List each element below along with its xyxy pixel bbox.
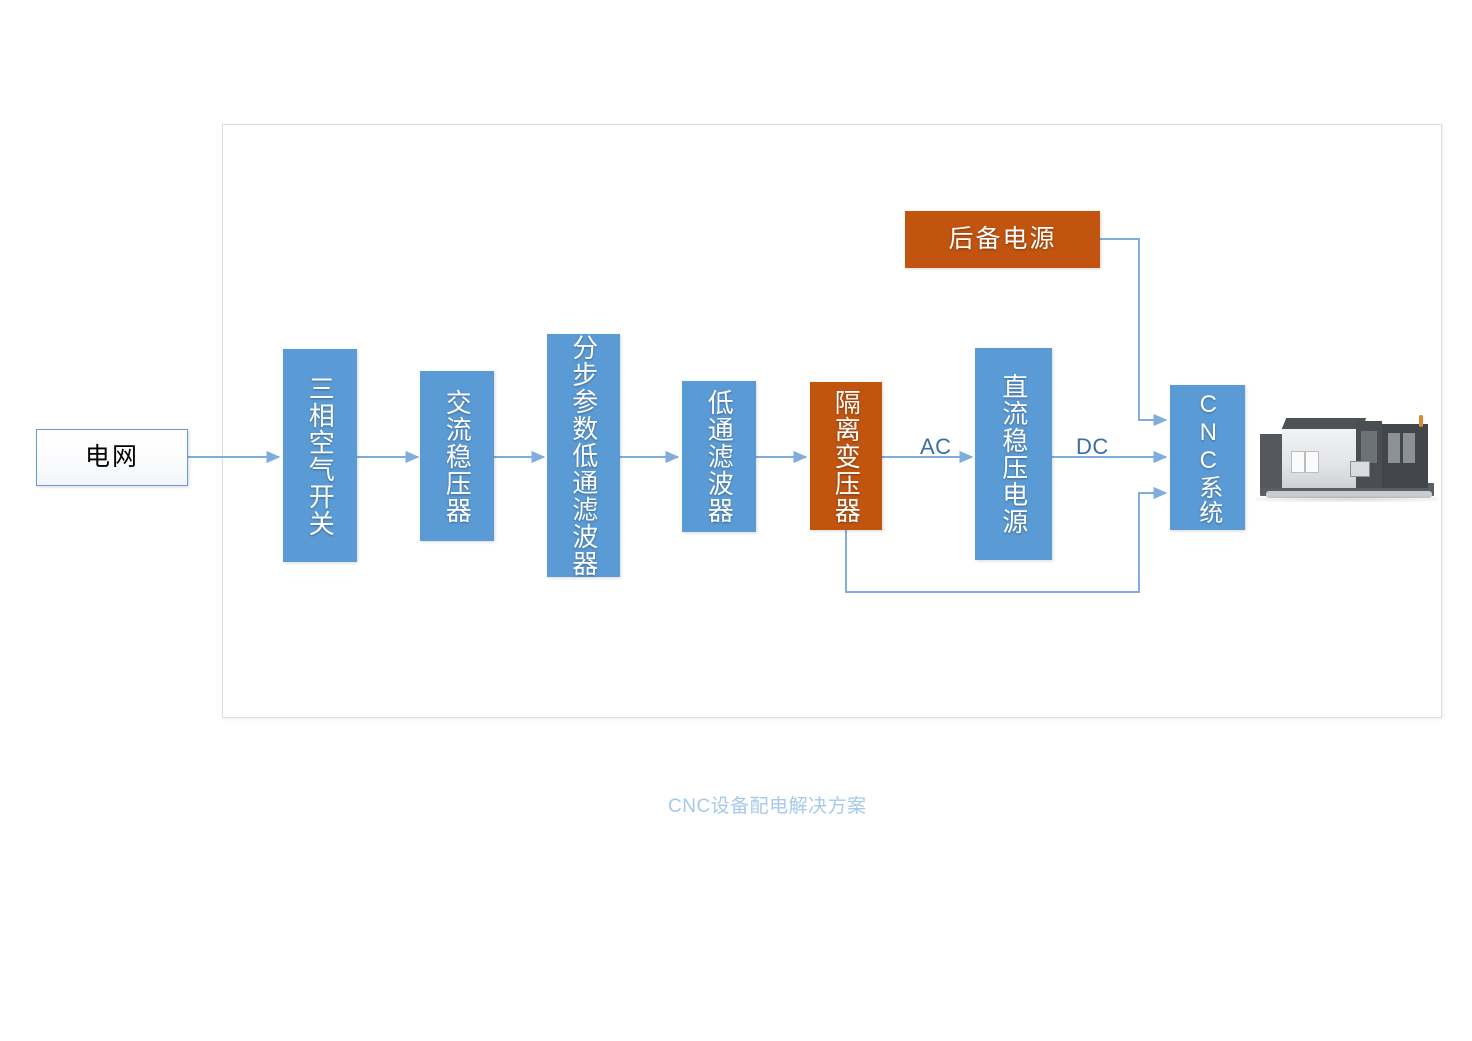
- node-backup-power-supply-label: 后备电源: [948, 224, 1057, 253]
- node-isolation-transformer-label: 隔离变压器: [831, 388, 862, 524]
- wire-label-dc: DC: [1076, 434, 1109, 459]
- node-cnc-system[interactable]: CNC系统: [1170, 385, 1245, 530]
- machine-shadow: [1256, 496, 1438, 502]
- wire-label-ac: AC: [920, 434, 952, 459]
- node-grid-label: 电网: [84, 442, 139, 471]
- machine-door-panel-left: [1291, 451, 1305, 473]
- node-lowpass-filter[interactable]: 低通滤波器: [682, 381, 756, 532]
- node-ac-voltage-stabilizer[interactable]: 交流稳压器: [420, 371, 494, 541]
- node-stepped-parameter-lowpass-filter-label: 分步参数低通滤波器: [568, 334, 599, 577]
- node-cnc-system-label: CNC系统: [1194, 390, 1222, 525]
- node-isolation-transformer[interactable]: 隔离变压器: [810, 382, 882, 530]
- machine-enclosure-top: [1281, 418, 1367, 429]
- machine-signal-beacon: [1419, 415, 1423, 427]
- diagram-caption: CNC设备配电解决方案: [668, 796, 867, 817]
- node-backup-power-supply[interactable]: 后备电源: [905, 211, 1100, 268]
- node-three-phase-breaker-label: 三相空气开关: [305, 374, 336, 537]
- machine-rail: [1266, 491, 1432, 498]
- node-stepped-parameter-lowpass-filter[interactable]: 分步参数低通滤波器: [547, 334, 620, 577]
- node-three-phase-breaker[interactable]: 三相空气开关: [283, 349, 357, 562]
- node-grid[interactable]: 电网: [36, 429, 188, 486]
- machine-right-window-a: [1388, 433, 1400, 463]
- machine-control-pendant: [1350, 461, 1370, 477]
- machine-left-cabinet: [1260, 434, 1283, 488]
- machine-right-window-b: [1403, 433, 1415, 463]
- cnc-machine-photo: [1252, 399, 1442, 513]
- node-ac-voltage-stabilizer-label: 交流稳压器: [442, 388, 473, 524]
- machine-door-panel-right: [1305, 451, 1319, 473]
- node-lowpass-filter-label: 低通滤波器: [704, 389, 735, 524]
- node-dc-regulated-power-supply[interactable]: 直流稳压电源: [975, 348, 1052, 560]
- node-dc-regulated-power-supply-label: 直流稳压电源: [998, 373, 1029, 535]
- machine-mid-window: [1361, 431, 1377, 463]
